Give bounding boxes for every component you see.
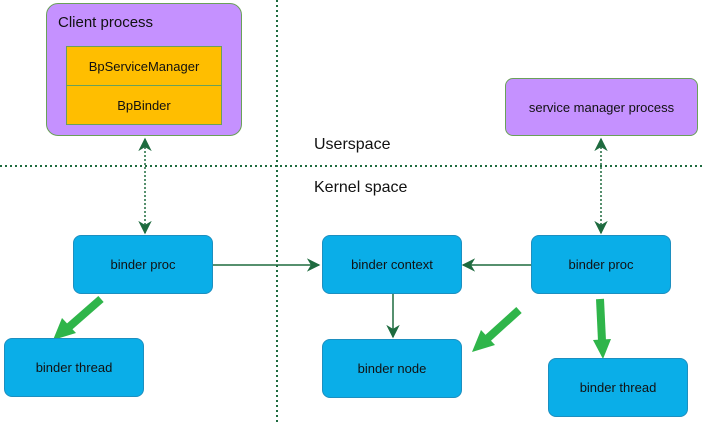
binder-thread-right: binder thread	[548, 358, 688, 417]
userspace-label: Userspace	[314, 136, 391, 153]
binder-node: binder node	[322, 339, 462, 398]
binder-proc-right: binder proc	[531, 235, 671, 294]
green-arrow-left	[53, 295, 104, 340]
service-manager-process-box: service manager process	[505, 78, 698, 136]
green-arrow-middle	[472, 307, 522, 352]
binder-proc-left: binder proc	[73, 235, 213, 294]
binder-context: binder context	[322, 235, 462, 294]
kernel-space-label: Kernel space	[314, 179, 408, 196]
binder-thread-left: binder thread	[4, 338, 144, 397]
client-process-title: Client process	[58, 14, 154, 31]
bpservicemanager-box: BpServiceManager	[66, 46, 222, 86]
bpbinder-box: BpBinder	[66, 85, 222, 125]
green-arrow-right	[593, 298, 611, 359]
